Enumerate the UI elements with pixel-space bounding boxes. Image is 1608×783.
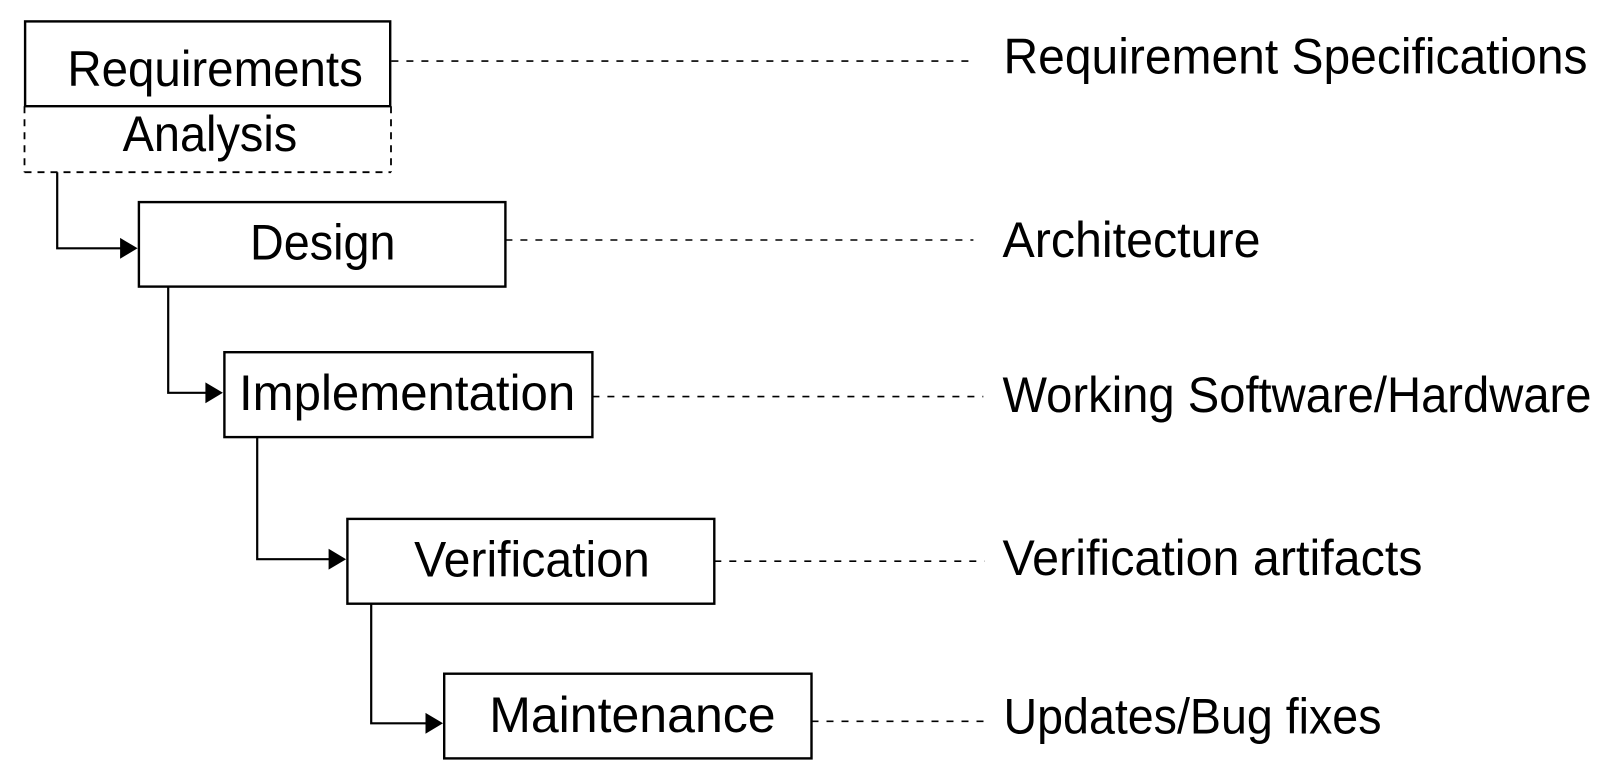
svg-text:Design: Design (250, 214, 395, 271)
svg-text:Architecture: Architecture (1003, 211, 1261, 268)
svg-text:Updates/Bug fixes: Updates/Bug fixes (1004, 688, 1382, 745)
svg-text:Analysis: Analysis (123, 105, 298, 162)
svg-text:Requirements: Requirements (67, 40, 363, 97)
svg-text:Verification: Verification (414, 531, 650, 588)
svg-text:Maintenance: Maintenance (489, 686, 775, 743)
svg-text:Requirement Specifications: Requirement Specifications (1004, 28, 1588, 85)
svg-text:Working Software/Hardware: Working Software/Hardware (1003, 366, 1592, 423)
svg-text:Verification artifacts: Verification artifacts (1003, 529, 1423, 586)
svg-text:Implementation: Implementation (239, 364, 575, 421)
